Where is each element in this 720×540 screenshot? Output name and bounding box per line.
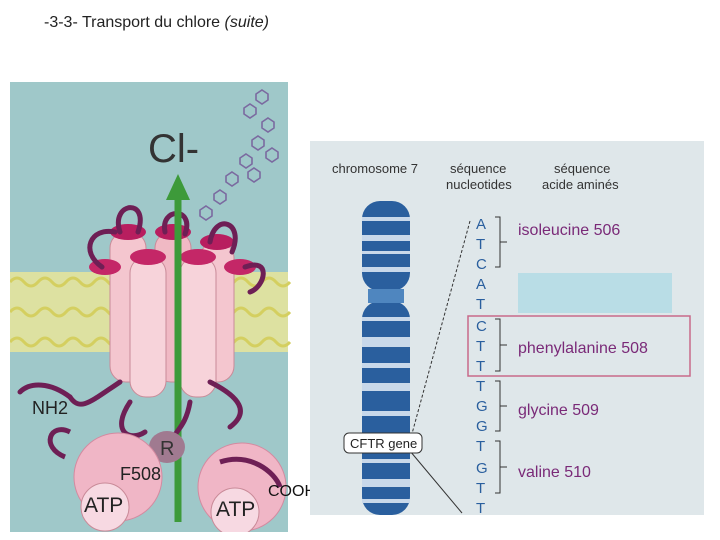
r-domain: [149, 431, 185, 463]
cooh-tail: [219, 456, 283, 489]
r-domain-label: R: [160, 438, 174, 460]
gene-callout-line-top: [409, 220, 471, 442]
nucleotide-7: T: [476, 338, 485, 355]
nbd-linker: [47, 427, 72, 460]
extracellular-loops: [87, 205, 266, 295]
glycosylation-chain-icon: [199, 89, 279, 221]
chloride-ion-label: Cl-: [148, 127, 199, 171]
deleted-codon-box: [518, 273, 672, 313]
nh2-label: NH2: [32, 398, 68, 418]
nucleotide-11: G: [476, 418, 488, 435]
title-main: -3-3- Transport du chlore: [44, 14, 221, 31]
nucleotide-4: A: [476, 276, 486, 293]
title-suite: (suite): [224, 14, 269, 31]
amino-acid-glycine: glycine 509: [518, 402, 599, 419]
nucleotide-13: G: [476, 460, 488, 477]
cftr-protein-illustration: Cl- R: [10, 82, 310, 532]
header-chromosome: chromosome 7: [332, 161, 418, 176]
nucleotide-9: T: [476, 378, 485, 395]
arrow-head-icon: [166, 174, 190, 200]
nucleotide-12: T: [476, 438, 485, 455]
gene-label-box: [343, 432, 423, 454]
nucleotide-14: T: [476, 480, 485, 497]
atp-right-label: ATP: [216, 498, 255, 521]
gene-label: CFTR gene: [350, 436, 417, 451]
atp-right-sphere: [210, 487, 260, 532]
nucleotide-2: T: [476, 236, 485, 253]
f508-label: F508: [120, 464, 161, 484]
nucleotide-8: T: [476, 358, 485, 375]
phenylalanine-highlight: [467, 315, 691, 377]
header-nucleotides-1: séquence: [450, 161, 506, 176]
gene-callout-line-bottom: [409, 450, 463, 514]
slide-title: -3-3- Transport du chlore (suite): [44, 14, 269, 32]
chromosome-sequence-panel: chromosome 7 séquence nucleotides séquen…: [310, 141, 704, 515]
atp-left-sphere: [80, 482, 130, 532]
nucleotide-10: G: [476, 398, 488, 415]
nucleotide-1: A: [476, 216, 486, 233]
cooh-label: COOH: [268, 483, 310, 500]
amino-acid-column: isoleucine 506 phenylalanine 508 glycine…: [518, 222, 648, 481]
chromosome-7: [362, 201, 410, 515]
nucleotide-3: C: [476, 256, 487, 273]
atp-left-label: ATP: [84, 494, 123, 517]
nucleotide-6: C: [476, 318, 487, 335]
nucleotide-15: T: [476, 500, 485, 515]
codon-brackets: [495, 216, 507, 494]
header-nucleotides-2: nucleotides: [446, 177, 512, 192]
nucleotide-5: T: [476, 296, 485, 313]
header-amino-2: acide aminés: [542, 177, 619, 192]
header-amino-1: séquence: [554, 161, 610, 176]
amino-acid-phenylalanine: phenylalanine 508: [518, 340, 648, 357]
amino-acid-isoleucine: isoleucine 506: [518, 222, 620, 239]
nucleotide-column: A T C A T C T T T G G T G T T: [476, 216, 488, 515]
amino-acid-valine: valine 510: [518, 464, 591, 481]
